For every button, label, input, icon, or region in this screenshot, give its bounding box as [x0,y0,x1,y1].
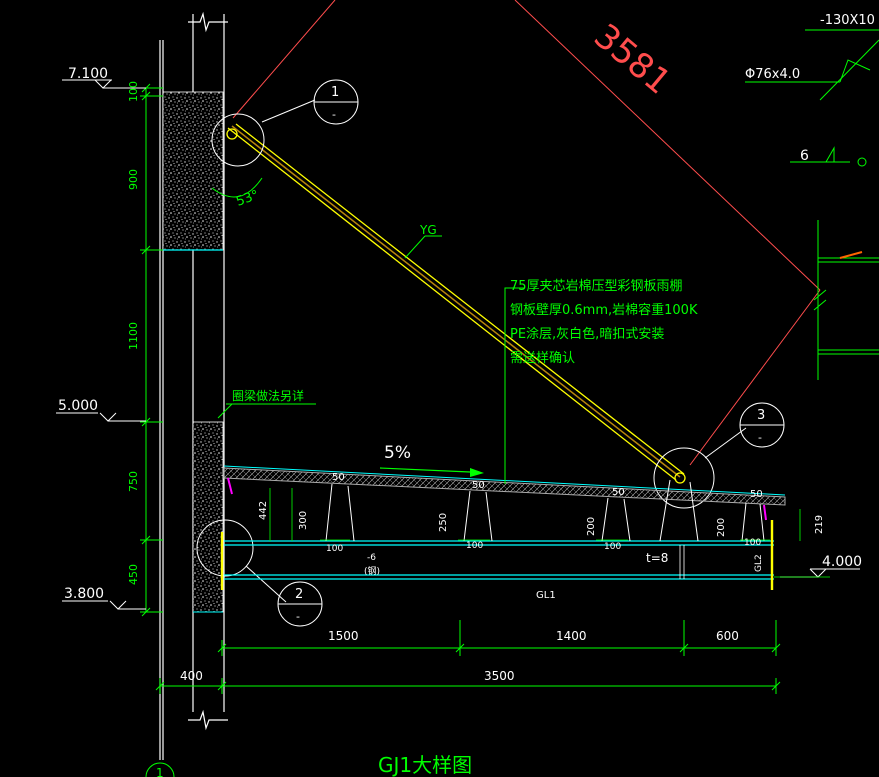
hdim-600: 600 [716,629,739,643]
elevation-marks [56,79,860,610]
note-line-2: 钢板壁厚0.6mm,岩棉容重100K [510,302,698,318]
support-dim-200b: 200 [716,518,727,537]
weld-size: 6 [800,148,809,164]
vdim-750: 750 [127,471,140,492]
vdim-1100: 1100 [127,322,140,350]
support-base-3: 100 [604,542,621,552]
vdim-450: 450 [127,564,140,585]
support-base-2: 100 [466,541,483,551]
hdim-400: 400 [180,669,203,683]
plate-note: -6 [367,553,376,563]
angle-arc [211,177,263,198]
support-h-4: 50 [750,489,763,500]
post-label: GL2 [754,554,764,572]
vdim-900: 900 [127,169,140,190]
pipe-spec: Φ76x4.0 [745,67,800,82]
detail-1-sub: - [332,108,336,121]
support-dim-442: 442 [258,501,269,520]
axis-label: 1 [156,766,164,777]
elevation-5000: 5.000 [58,398,98,414]
horizontal-dimension-chain [155,620,781,694]
detail-2-sub: - [296,610,300,623]
elevation-4000: 4.000 [822,554,862,570]
support-dim-lines [269,488,801,541]
support-h-3: 50 [612,487,625,498]
detail-2-num: 2 [295,587,303,602]
note-leader [504,287,525,484]
support-h-2: 50 [472,480,485,491]
note-line-1: 75厚夹芯岩棉压型彩钢板雨棚 [510,279,683,294]
drawing-title: GJ1大样图 [378,753,472,777]
plate-spec: -130X10 [820,13,875,28]
note-line-3: PE涂层,灰白色,暗扣式安装 [510,326,664,342]
vertical-dimension-chain [140,83,163,617]
detail-circles [196,79,785,627]
top-right-fragment [745,29,879,380]
ring-beam-note: 圈梁做法另详 [232,388,304,403]
sandwich-roof-panel [223,467,786,506]
purlin-supports [325,479,765,542]
support-h-1: 50 [332,472,345,483]
detail-1-num: 1 [331,85,339,100]
hdim-1500: 1500 [328,629,359,643]
axis-bubble [145,762,175,777]
slope-arrow [379,467,484,477]
support-dim-250: 250 [438,513,449,532]
steel-rod-yg [226,123,686,484]
lower-concrete-block [192,421,224,613]
support-base-4: 100 [744,538,761,548]
hdim-3500: 3500 [484,669,515,683]
support-base-1: 100 [326,544,343,554]
plate-note-2: (钢) [364,565,380,577]
upper-concrete-block [162,91,224,251]
support-dim-200a: 200 [586,517,597,536]
elevation-7100: 7.100 [68,66,108,82]
beam-label: GL1 [536,590,556,601]
support-dim-300: 300 [298,511,309,530]
slope-label: 5% [384,443,411,463]
note-line-4: 需送样确认 [510,351,575,366]
vdim-100: 100 [127,81,140,102]
beam-gl1 [224,540,774,580]
detail-3-sub: - [758,431,762,444]
plate-label: t=8 [646,551,668,565]
detail-3-num: 3 [757,408,765,423]
hdim-1400: 1400 [556,629,587,643]
roof-outline [232,0,821,466]
elevation-3800: 3.800 [64,586,104,602]
rod-label: YG [419,223,437,237]
support-dim-219: 219 [814,515,825,534]
angle-label: 53° [234,188,261,210]
roof-length-3581: 3581 [586,16,678,102]
